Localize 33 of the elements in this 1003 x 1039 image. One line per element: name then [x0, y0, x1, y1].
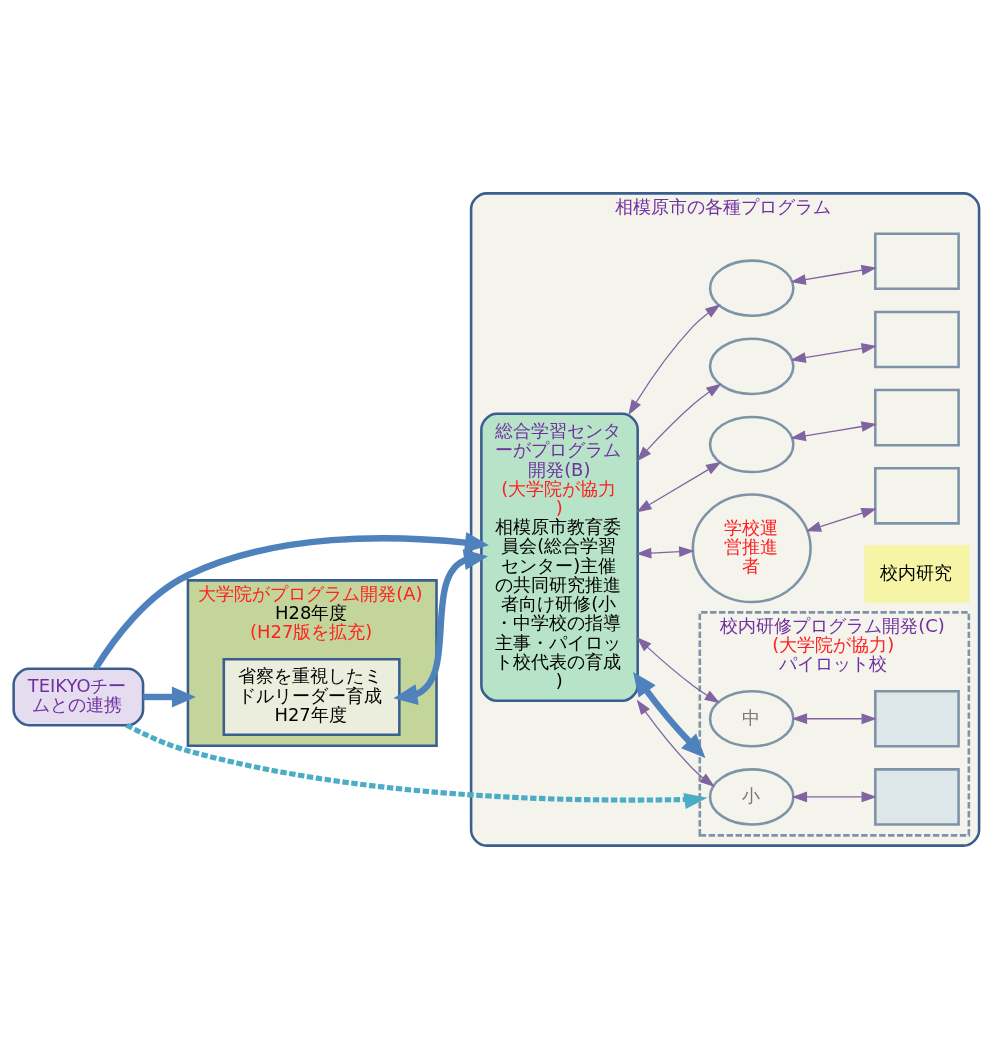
arrow — [636, 636, 721, 704]
node-ellipse: 中 — [708, 689, 795, 748]
node-circle — [708, 259, 795, 318]
node-box: 省察を重視したミドルリーダー育成 H27年度 — [222, 657, 401, 737]
node-ellipse: 小 — [708, 768, 795, 826]
node-box — [874, 388, 960, 447]
node-box — [874, 768, 960, 826]
arrow — [125, 722, 708, 809]
node-circle: 学校運営推進者 — [691, 493, 812, 604]
arrow — [636, 383, 722, 462]
arrow — [628, 304, 721, 416]
node-box — [874, 466, 960, 525]
arrow — [805, 508, 877, 532]
node-circle — [708, 337, 795, 396]
arrow — [636, 699, 715, 787]
node-box — [874, 310, 960, 369]
node-box: 総合学習センターがプログラム開発(B) (大学院が協力) 相模原市教育委員会(総合学習センター)主催の共同研究推進者向け研修(小・中学校の指導主事・パイロット校代表の育成) — [480, 412, 639, 703]
arrow — [791, 791, 877, 803]
arrow — [143, 686, 196, 708]
arrow — [790, 343, 877, 363]
node-box: TEIKYOチームとの連携 — [12, 667, 145, 727]
arrow — [393, 549, 488, 705]
arrow — [636, 461, 722, 513]
node-box — [874, 232, 960, 291]
arrow — [92, 532, 489, 671]
arrow — [791, 713, 877, 725]
node-box — [874, 689, 960, 748]
arrow — [790, 421, 877, 442]
node-box: 校内研究 — [864, 545, 970, 603]
arrow — [636, 546, 695, 559]
arrow — [633, 671, 706, 758]
arrow — [790, 264, 877, 285]
node-circle — [708, 415, 795, 474]
